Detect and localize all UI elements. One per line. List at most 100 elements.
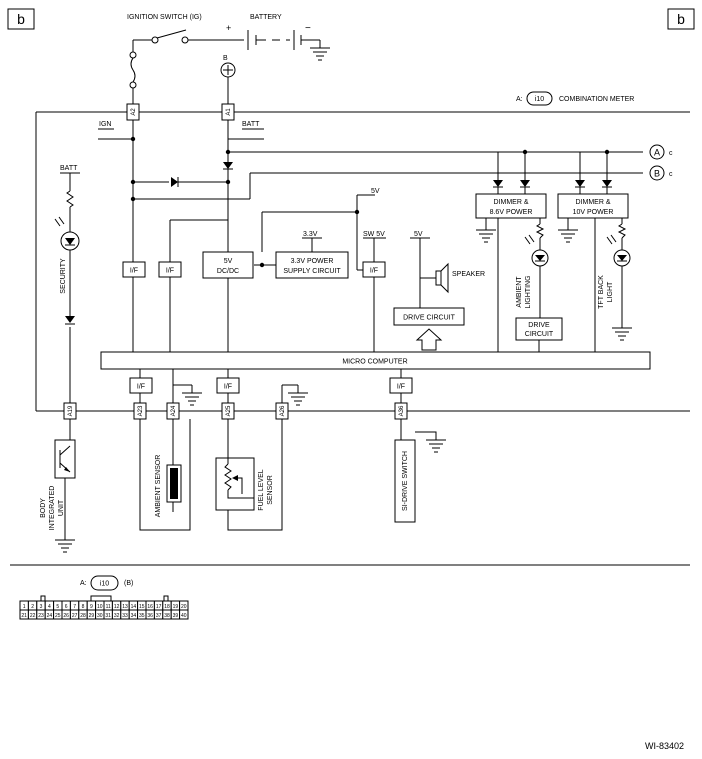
connector-pin-number: 39	[173, 613, 179, 619]
dcdc-label-1: 5V	[224, 258, 233, 265]
tft-backlight-label-1: TFT BACK	[598, 275, 605, 309]
lower-ground-icon	[182, 392, 308, 406]
junction-dots	[130, 136, 610, 268]
connector-b-label: B	[654, 169, 660, 179]
connector-pin-number: 37	[156, 613, 162, 619]
if-label-sw5v: I/F	[370, 268, 378, 275]
connector-pin-number: 10	[97, 604, 103, 610]
body-unit-label-3: UNIT	[58, 499, 65, 516]
connector-pin-number: 20	[181, 604, 187, 610]
meter-code-oval	[526, 91, 553, 106]
b-terminal-label: B	[223, 55, 228, 62]
connector-pin-number: 16	[147, 604, 153, 610]
drive-circuit-box	[393, 307, 465, 326]
connector-pin-number: 11	[106, 604, 111, 610]
connector-pin-number: 36	[147, 613, 153, 619]
connector-pin-number: 26	[63, 613, 69, 619]
sheet-tag-left: b	[17, 11, 25, 27]
if-box-ign	[122, 261, 146, 278]
connector-pin-number: 32	[114, 613, 120, 619]
connector-pin-number: 7	[73, 604, 76, 610]
battery-symbol	[247, 30, 321, 50]
connector-pin-number: 15	[139, 604, 145, 610]
batt-label-top: BATT	[242, 121, 260, 128]
power-supply-box	[275, 251, 349, 279]
power-supply-label-2: SUPPLY CIRCUIT	[283, 268, 341, 275]
battery-ground-icon	[310, 47, 330, 61]
connector-code: i10	[100, 581, 109, 588]
micro-computer-box	[100, 351, 651, 370]
connector-a-label: A	[654, 148, 660, 158]
v33-label: 3.3V	[303, 231, 318, 238]
body-unit-label-1: BODY	[40, 498, 47, 518]
ignition-switch-label: IGNITION SWITCH (IG)	[127, 14, 202, 21]
ambient-lighting-label-1: AMBIENT	[516, 276, 523, 308]
if-box-sw5v	[362, 261, 386, 278]
connector-key-right	[163, 595, 169, 602]
meter-name: COMBINATION METER	[559, 96, 634, 103]
dimmer-10v-label-1: DIMMER &	[576, 199, 611, 206]
dimmer-10v-label-2: 10V POWER	[573, 209, 614, 216]
connector-pin-number: 22	[30, 613, 36, 619]
connector-code-oval	[90, 575, 119, 591]
dimmer-86v-label-1: DIMMER &	[494, 199, 529, 206]
body-unit-ground-icon	[55, 539, 75, 553]
connector-pin-number: 38	[164, 613, 170, 619]
connector-pin-number: 23	[38, 613, 44, 619]
ambient-lighting-led-icon	[524, 223, 549, 267]
connector-pin-number: 29	[89, 613, 95, 619]
ignition-switch-symbol	[129, 29, 244, 104]
pin-a2: A2	[131, 108, 137, 116]
connector-pin-number: 18	[164, 604, 170, 610]
internal-power-wiring	[98, 120, 643, 352]
security-branch	[66, 173, 74, 403]
dimmer-input-diodes	[493, 180, 612, 194]
dimmer-86v-box	[475, 193, 547, 219]
connector-pin-number: 34	[131, 613, 137, 619]
connector-pin-number: 5	[56, 604, 59, 610]
connector-pin-number: 28	[80, 613, 86, 619]
security-label: SECURITY	[60, 258, 67, 294]
speaker-label: SPEAKER	[452, 271, 485, 278]
battery-plus-sign: +	[226, 23, 231, 33]
if-box-a36	[389, 377, 413, 394]
ambient-sensor-label: AMBIENT SENSOR	[155, 455, 162, 518]
if-box-a23	[129, 377, 153, 394]
5v-label-a: 5V	[371, 188, 380, 195]
sheet-tag-right-box	[667, 8, 695, 30]
connector-pin-number: 19	[173, 604, 179, 610]
connector-pin-number: 40	[181, 613, 187, 619]
ambient-drive-label-2: CIRCUIT	[525, 331, 554, 338]
connector-b-circle	[649, 165, 665, 181]
connector-pin-number: 2	[31, 604, 34, 610]
connector-pin-number: 21	[21, 613, 27, 619]
if-label-a36: I/F	[397, 384, 405, 391]
connector-a-circle	[649, 144, 665, 160]
connector-pin-number: 33	[122, 613, 128, 619]
sheet-tag-left-box	[7, 8, 35, 30]
connector-pin-number: 14	[131, 604, 137, 610]
body-integrated-unit	[54, 419, 76, 540]
batt-label-security: BATT	[60, 165, 78, 172]
connector-pin-number: 27	[72, 613, 78, 619]
connector-pin-number: 4	[48, 604, 51, 610]
connector-pin-number: 31	[105, 613, 111, 619]
ambient-lighting-label-2: LIGHTING	[525, 275, 532, 308]
security-diode-icon	[65, 316, 75, 325]
fuel-sensor-label-1: FUEL LEVEL	[258, 469, 265, 510]
tft-ground-icon	[612, 327, 632, 341]
connector-pin-number: 3	[40, 604, 43, 610]
sw5v-label: SW 5V	[363, 231, 385, 238]
fuel-level-sensor	[215, 419, 283, 531]
connector-pin-cell	[179, 609, 189, 620]
connector-pin-number: 25	[55, 613, 61, 619]
drive-arrow-icon	[415, 328, 443, 351]
connector-pin-number: 35	[139, 613, 145, 619]
connector-key-left	[40, 595, 46, 602]
si-drive-switch-label: SI-DRIVE SWITCH	[402, 451, 409, 511]
body-unit-label-2: INTEGRATED	[49, 486, 56, 531]
pin-a36: A36	[399, 405, 405, 416]
connector-pin-number: 6	[65, 604, 68, 610]
si-drive-switch	[394, 419, 446, 523]
connector-variant: (B)	[124, 580, 133, 587]
